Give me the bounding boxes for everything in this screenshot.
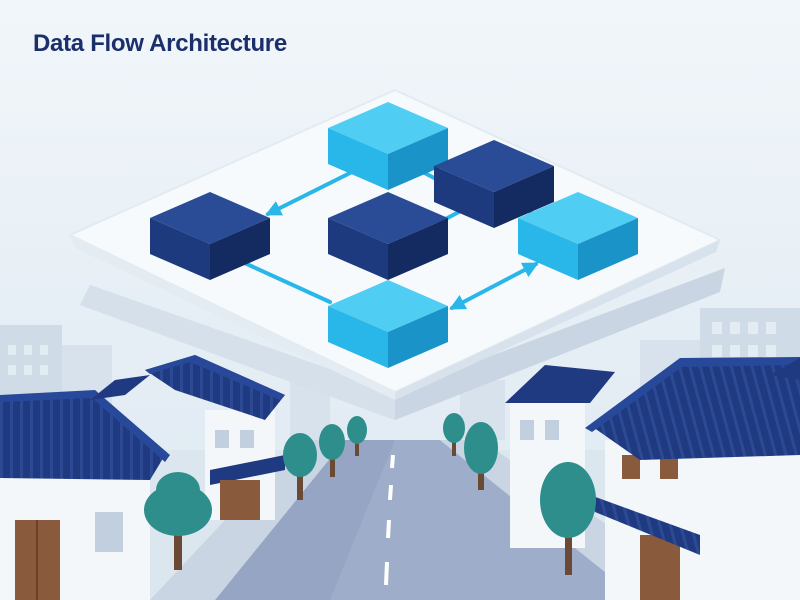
node-block-right	[518, 192, 638, 280]
street-trees	[144, 413, 596, 575]
node-block-top-center	[328, 102, 448, 190]
connection-line	[236, 258, 332, 304]
node-block-left	[150, 192, 270, 280]
tree	[464, 422, 498, 490]
node-block-bottom	[328, 280, 448, 368]
connection-arrow	[265, 170, 354, 216]
tree	[144, 472, 212, 570]
road-shade	[215, 440, 395, 600]
node-block-right-upper	[434, 140, 554, 228]
tree	[540, 462, 596, 575]
hanok-building-left-near	[0, 375, 170, 600]
connections	[236, 166, 539, 310]
tree	[283, 433, 317, 500]
page-title: Data Flow Architecture	[33, 30, 287, 57]
tree	[443, 413, 465, 456]
tree	[319, 424, 345, 477]
node-block-center	[328, 192, 448, 280]
road-markings	[384, 454, 395, 586]
hanok-building-left-far	[145, 355, 285, 520]
connection-arrow-bidirectional	[449, 262, 539, 310]
tree	[347, 416, 367, 456]
hanok-building-right-near	[585, 357, 800, 600]
